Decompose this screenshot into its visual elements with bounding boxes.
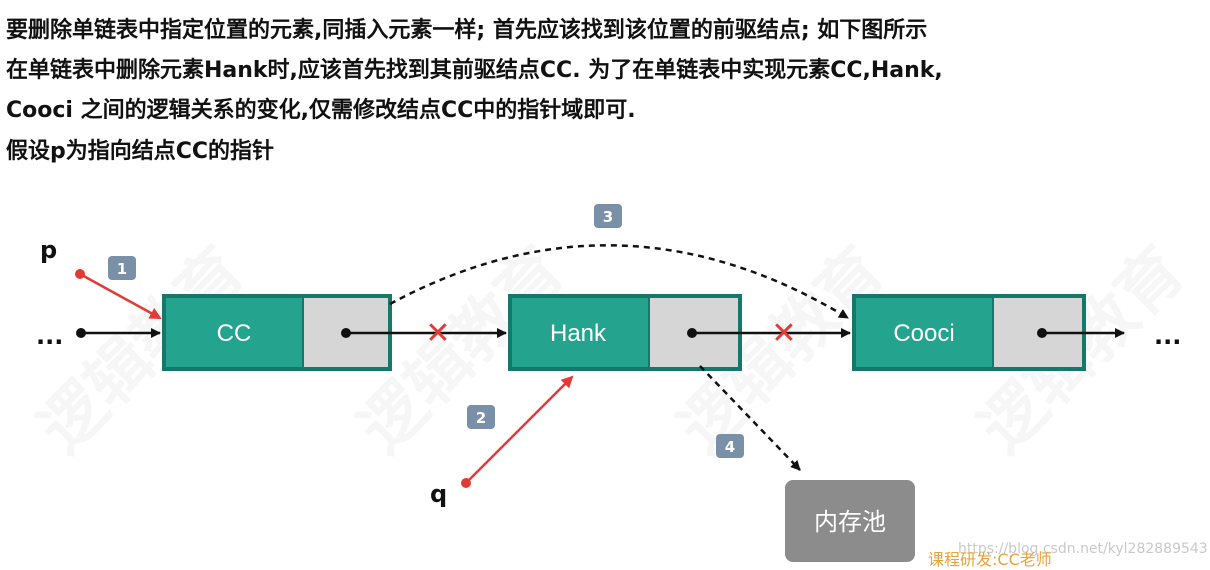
delete-mark-1: ✕ — [425, 316, 450, 351]
delete-mark-2: ✕ — [771, 316, 796, 351]
pointer-p-arrow — [79, 272, 162, 320]
pointer-q-label: q — [430, 480, 447, 508]
step3-dashed-arrow — [389, 244, 849, 320]
svg-text:1: 1 — [117, 260, 127, 278]
step-badge-1: 1 — [108, 256, 136, 280]
memory-pool-box: 内存池 — [785, 480, 915, 562]
pointer-q-arrow — [465, 375, 574, 484]
svg-text:3: 3 — [603, 208, 613, 226]
node-label-cc: CC — [217, 320, 252, 347]
description-line-1: 要删除单链表中指定位置的元素,同插入元素一样; 首先应该找到该位置的前驱结点; … — [6, 18, 928, 43]
footer-url: https://blog.csdn.net/kyl282889543 — [958, 541, 1208, 557]
ellipsis-left: ... — [36, 322, 63, 350]
svg-text:4: 4 — [725, 438, 735, 456]
memory-pool-label: 内存池 — [814, 508, 886, 536]
pointer-p-label: p — [40, 236, 57, 264]
node-label-hank: Hank — [550, 320, 607, 347]
description-line-2: 在单链表中删除元素Hank时,应该首先找到其前驱结点CC. 为了在单链表中实现元… — [6, 58, 943, 83]
step-badge-4: 4 — [716, 434, 744, 458]
node-label-cooci: Cooci — [893, 320, 954, 347]
svg-text:2: 2 — [476, 409, 486, 427]
footer-credit: 课程研发:CC老师 — [928, 550, 1052, 569]
step-badge-2: 2 — [467, 405, 495, 429]
step-badge-3: 3 — [594, 204, 622, 228]
description-line-4: 假设p为指向结点CC的指针 — [6, 139, 275, 164]
step4-dashed-arrow — [699, 365, 801, 471]
node-hank: Hank — [508, 294, 742, 371]
description-line-3: Cooci 之间的逻辑关系的变化,仅需修改结点CC中的指针域即可. — [6, 98, 636, 123]
ellipsis-right: ... — [1154, 322, 1181, 350]
